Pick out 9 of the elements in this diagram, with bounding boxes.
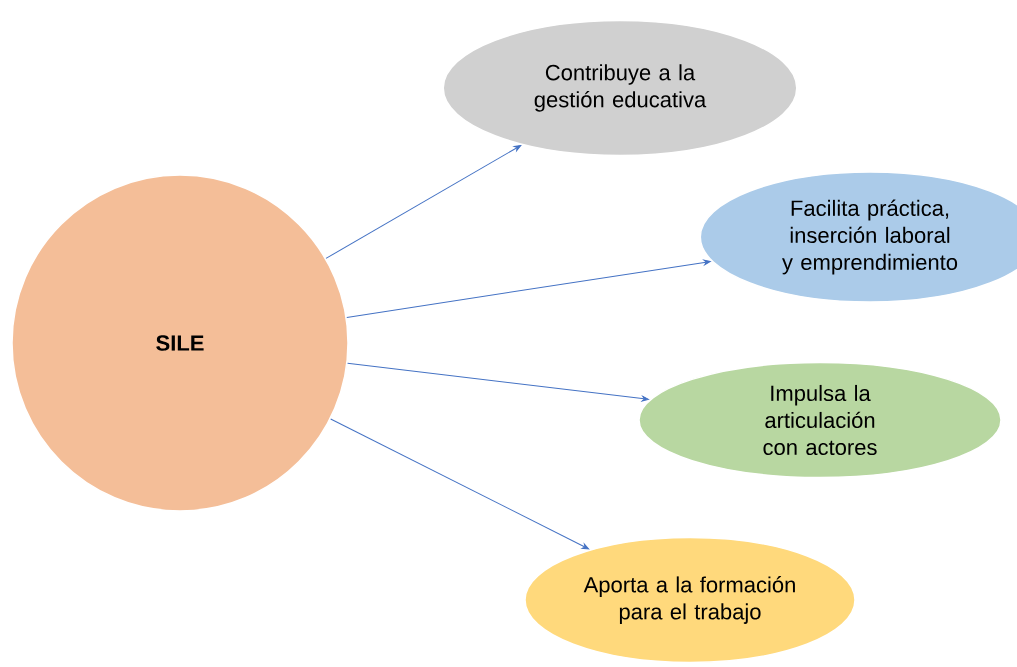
circle-node: SILE <box>11 174 349 512</box>
ellipse-node: Facilita práctica, inserción laboral y emprendimiento <box>699 171 1017 303</box>
arrow <box>346 259 711 318</box>
arrow <box>347 362 649 402</box>
arrow <box>325 145 522 259</box>
ellipse-node: Aporta a la formación para el trabajo <box>524 536 856 664</box>
arrow <box>330 418 590 550</box>
ellipse-node: Impulsa la articulación con actores <box>638 361 1002 479</box>
ellipse-node: Contribuye a la gestión educativa <box>442 19 798 157</box>
